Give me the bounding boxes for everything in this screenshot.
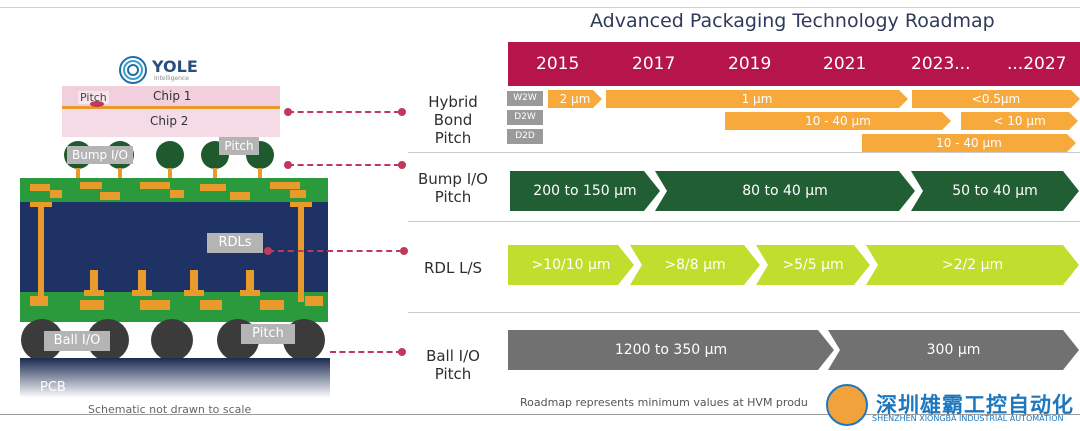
connector-dot [398,108,406,116]
rdl-bar: >8/8 µm [630,245,760,285]
chip-bond-line [62,106,280,109]
year-label: 2017 [632,54,676,74]
connector-dot [284,108,292,116]
pitch-label-3: Pitch [241,324,295,344]
year-label: 2023... [911,54,971,74]
connector-dash [330,351,402,353]
row-divider [0,414,1080,415]
rdl-bar: >5/5 µm [756,245,870,285]
rdl-bar: >10/10 µm [508,245,634,285]
year-header-bar: 2015 2017 2019 2021 2023... ...2027 [508,42,1080,86]
tag-d2w: D2W [507,110,543,125]
tag-d2d: D2D [507,129,543,144]
hybrid-bond-marker [90,101,104,107]
roadmap-note: Roadmap represents minimum values at HVM… [520,396,808,409]
chip-2-label: Chip 2 [150,114,189,128]
connector-dot [398,348,406,356]
hybrid-bar: 10 - 40 µm [862,134,1076,152]
connector-dash [268,250,402,252]
roadmap-title: Advanced Packaging Technology Roadmap [590,10,995,32]
connector-dash [288,164,400,166]
watermark-cn: 深圳雄霸工控自动化 [876,393,1074,417]
row-divider [408,152,1080,153]
row-divider [408,221,1080,222]
yole-logo-text: YOLE [152,57,198,76]
hybrid-bar: 2 µm [548,90,602,108]
rdl-traces [30,182,323,310]
row-label-rdl: RDL L/S [423,259,483,277]
hybrid-bar: < 10 µm [961,112,1078,130]
ball-io-label: Ball I/O [44,331,110,351]
row-divider [408,312,1080,313]
chip-1-label: Chip 1 [153,89,192,103]
hybrid-bar: <0.5µm [912,90,1080,108]
schematic-caption: Schematic not drawn to scale [88,403,252,416]
connector-dot [284,161,292,169]
chip-2 [62,109,280,137]
ball-bar: 1200 to 350 µm [508,330,834,370]
year-label: ...2027 [1007,54,1067,74]
pitch-label-2: Pitch [219,137,259,155]
rdl-bar: >2/2 µm [866,245,1079,285]
yole-logo-sub: Intelligence [154,75,189,82]
pitch-label-1: Pitch [78,91,109,104]
chip-1 [62,86,280,107]
pcb-board [20,358,330,398]
yole-logo-icon [119,56,147,84]
connector-dash [288,111,400,113]
connector-dot [400,247,408,255]
connector-dot [398,161,406,169]
watermark-en: SHENZHEN XIONGBA INDUSTRIAL AUTOMATION [872,414,1064,423]
yole-logo: YOLE Intelligence [118,55,228,85]
year-label: 2015 [536,54,580,74]
year-label: 2019 [728,54,772,74]
year-label: 2021 [823,54,867,74]
hybrid-bar: 1 µm [606,90,908,108]
top-rule [0,7,1080,8]
tag-w2w: W2W [507,91,543,106]
bump-io-label: Bump I/O [67,146,133,164]
bump-bar: 200 to 150 µm [510,171,660,211]
ball-bar: 300 µm [828,330,1079,370]
watermark-mascot-icon [826,384,868,426]
hybrid-bar: 10 - 40 µm [725,112,951,130]
bump-bar: 50 to 40 µm [911,171,1079,211]
connector-dot [264,247,272,255]
pcb-label: PCB [40,380,66,395]
rdls-label: RDLs [207,233,263,253]
bump-bar: 80 to 40 µm [655,171,915,211]
